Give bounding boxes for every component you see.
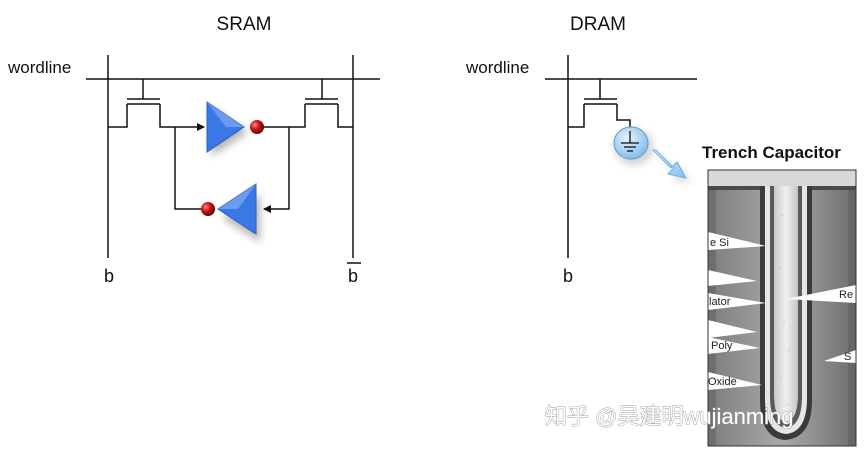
svg-text:S: S [844, 351, 851, 363]
sram-wire-to-bottom-inverter [263, 126, 290, 213]
callout-poly-label: Poly [708, 337, 760, 354]
sram-wire-feedback [174, 127, 201, 210]
callout-poly [708, 320, 757, 338]
trench-capacitor: Trench Capacitor [702, 143, 857, 447]
trench-micrograph-frame [707, 169, 857, 447]
sram-cell: SRAM wordline [7, 14, 380, 286]
dram-wordline-label: wordline [465, 58, 529, 77]
dram-cell: DRAM wordline b [465, 14, 697, 286]
storage-capacitor-icon [613, 126, 653, 165]
dram-bitline-label: b [563, 266, 573, 286]
callout-oxide: Oxide [708, 372, 762, 390]
callout-re: Re [786, 285, 856, 303]
watermark-text: 知乎 @吴建明wujianming [545, 404, 794, 429]
svg-text:e Si: e Si [710, 237, 729, 249]
pointer-arrow-icon [651, 149, 690, 183]
sram-bitline-bar-label: b [348, 266, 358, 286]
bottom-inverter [201, 183, 260, 242]
sram-title: SRAM [217, 14, 272, 35]
trench-micrograph: e Si lator Poly Oxide Re [708, 170, 856, 446]
trench-capacitor-title: Trench Capacitor [702, 143, 841, 162]
svg-text:Poly: Poly [711, 340, 733, 352]
dram-access-transistor [568, 79, 631, 132]
callout-e-si: e Si [708, 232, 766, 250]
sram-wordline-label: wordline [7, 58, 71, 77]
svg-text:lator: lator [709, 296, 731, 308]
callout-s: S [824, 350, 856, 363]
svg-text:Oxide: Oxide [708, 376, 737, 388]
inverter-bubble-icon [201, 202, 215, 216]
inverter-bubble-icon [250, 120, 264, 134]
callout-lator: lator [708, 293, 766, 310]
sram-left-access-transistor [108, 79, 175, 128]
svg-text:Re: Re [839, 289, 853, 301]
top-inverter [206, 101, 264, 156]
dram-title: DRAM [570, 14, 626, 35]
sram-right-access-transistor [289, 79, 353, 128]
sram-bitline-label: b [104, 266, 114, 286]
callout-blank [708, 270, 757, 286]
